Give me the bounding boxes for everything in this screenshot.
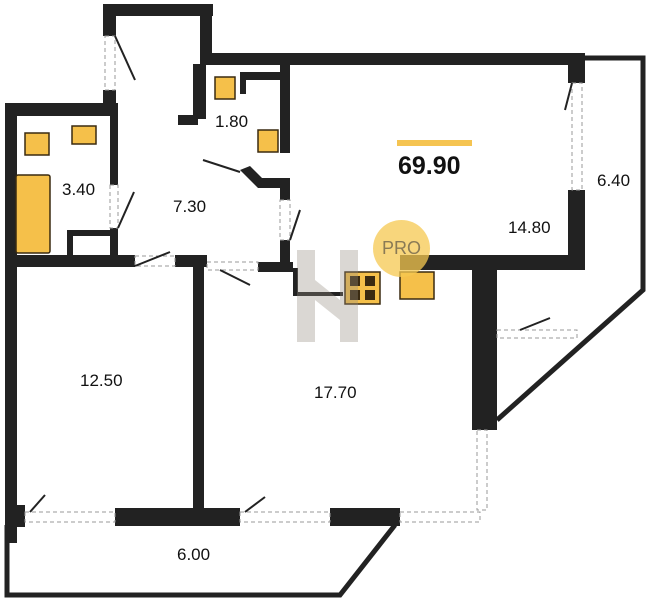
stove-burners — [350, 276, 375, 300]
watermark-logo — [297, 250, 358, 342]
loggia-outlines — [4, 55, 646, 598]
room-area-loggia-bottom: 6.00 — [177, 545, 211, 564]
room-area-kitchen: 14.80 — [508, 218, 551, 237]
room-area-bathroom: 3.40 — [62, 180, 96, 199]
accent-bar — [397, 140, 472, 146]
total-area: 69.90 — [398, 152, 461, 180]
room-area-hallway: 7.30 — [173, 197, 207, 216]
sink-icon — [257, 129, 279, 153]
toilet-icon — [24, 132, 50, 156]
room-area-bedroom: 12.50 — [80, 371, 123, 390]
room-area-loggia-right: 6.40 — [597, 171, 631, 190]
room-area-living: 17.70 — [314, 383, 357, 402]
sink-icon — [71, 125, 97, 145]
windows — [24, 35, 583, 523]
bathtub-icon — [15, 174, 51, 254]
pro-badge: PRO — [373, 220, 430, 277]
toilet-icon — [214, 76, 236, 100]
walls — [5, 4, 585, 543]
doors — [29, 35, 573, 513]
room-area-toilet: 1.80 — [215, 112, 249, 131]
